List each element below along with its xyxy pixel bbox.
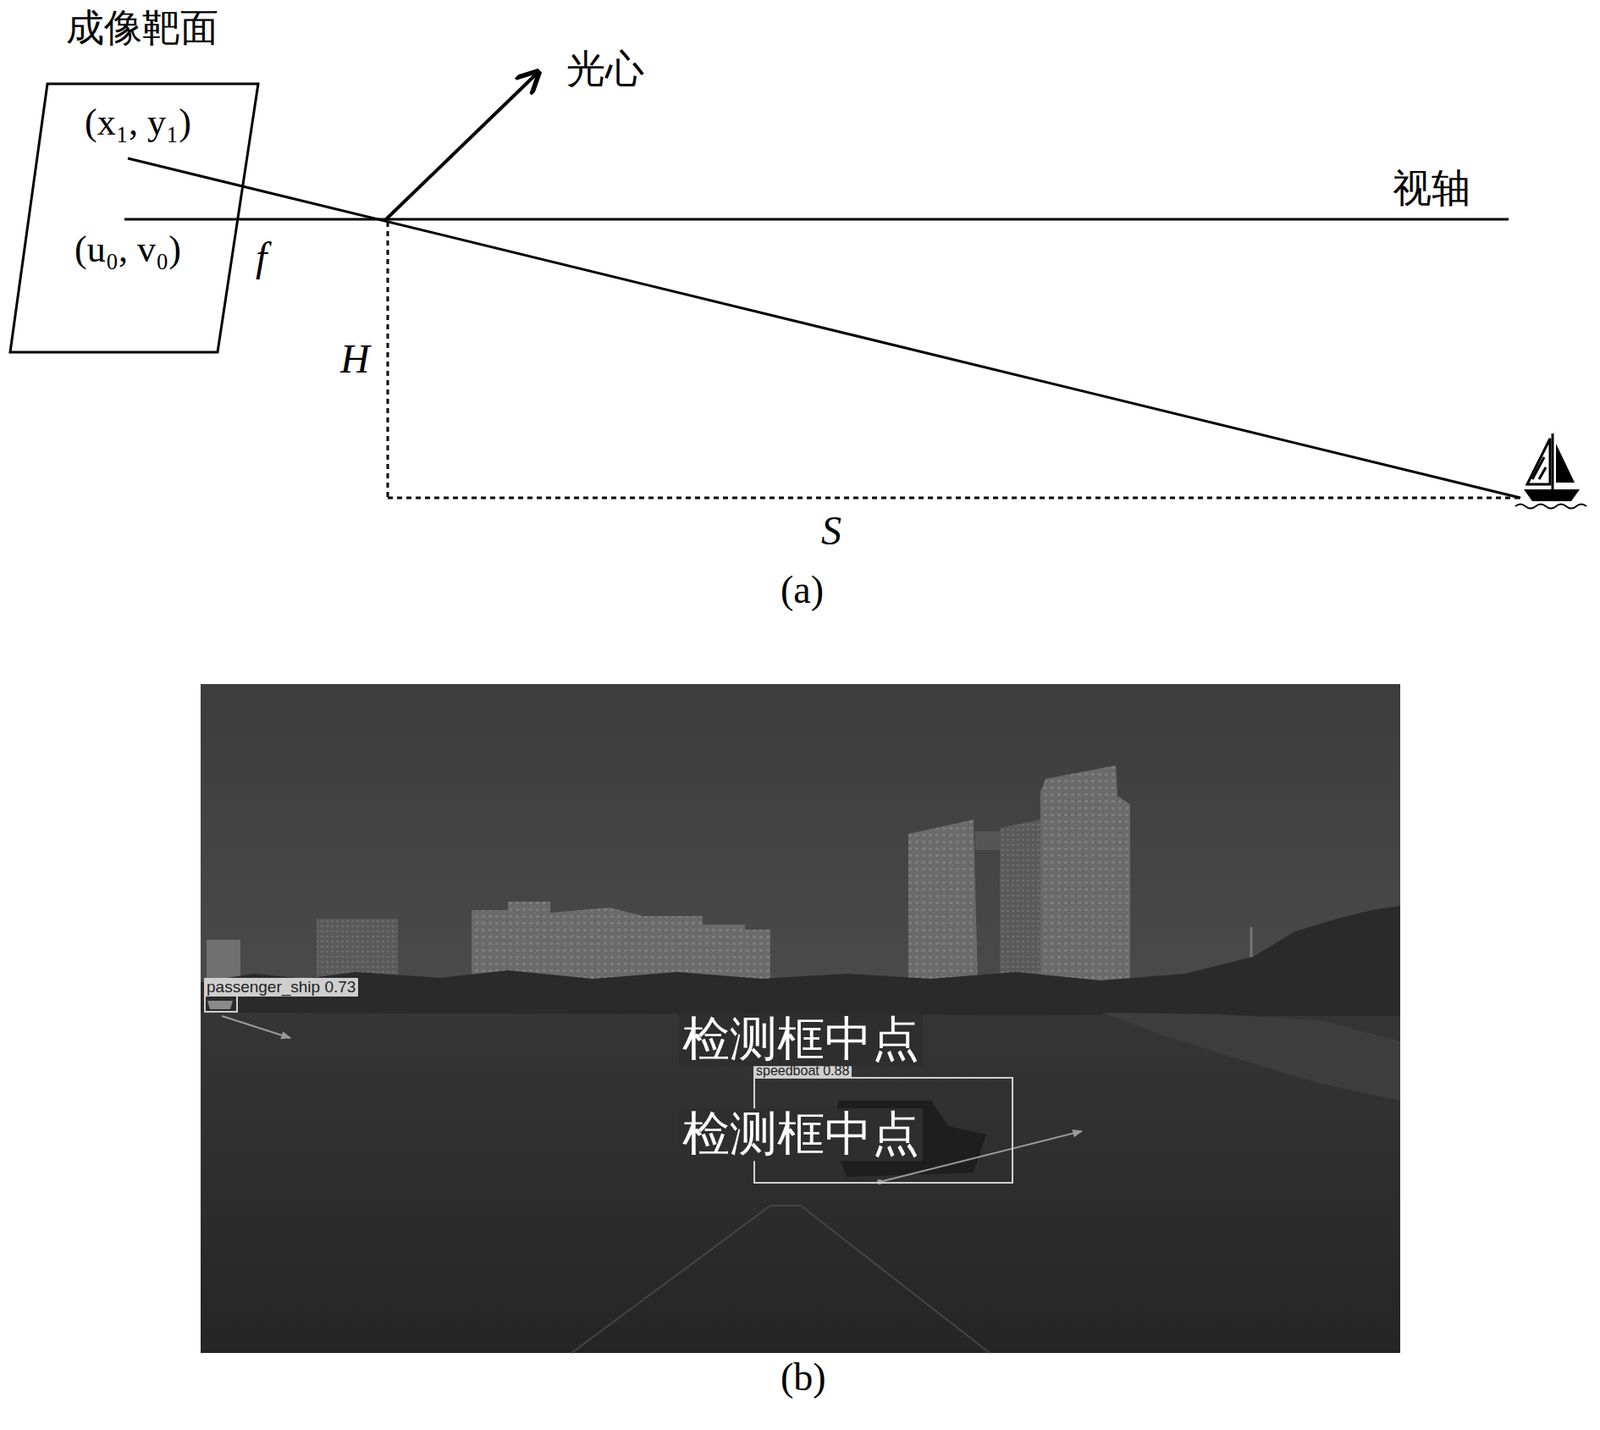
passenger-ship [207, 1000, 233, 1010]
projection-ray [127, 158, 1521, 498]
sight-axis [124, 218, 1509, 221]
bow-guide [571, 1205, 990, 1353]
midpoint-note: 检测框中点 [678, 1108, 923, 1161]
optical-center-pointer [386, 71, 539, 220]
sight-axis-label: 视轴 [1392, 167, 1471, 211]
imaging-plane: 成像靶面(x₁, y₁)(u₀, v₀) [10, 83, 259, 353]
panel-label: (a) [780, 568, 824, 613]
principal-point: (u₀, v₀) [74, 228, 182, 272]
apartment-blocks [471, 901, 771, 983]
left-building [316, 918, 398, 978]
boat-jib [1555, 443, 1575, 483]
edge-building [206, 939, 241, 983]
sailboat-icon [1515, 433, 1587, 509]
photo-sky [200, 684, 1401, 1353]
boat-mast [1551, 433, 1555, 490]
distance-symbol: S [821, 508, 842, 554]
optical-center-label: 光心 [566, 48, 645, 92]
distance-line [387, 496, 1521, 500]
right-tower [1040, 765, 1131, 987]
midpoint-note: 检测框中点 [678, 1013, 923, 1066]
detection-box: passenger_ship 0.73 [204, 994, 238, 1013]
left-tower [908, 819, 978, 987]
parallelogram [10, 83, 259, 353]
photo-water [200, 998, 1401, 1353]
box-midpoint [877, 1179, 883, 1185]
height-symbol: H [340, 336, 370, 382]
sail-stripes [1532, 457, 1546, 480]
river-photo [200, 684, 1401, 1353]
plane-heading: 成像靶面 [66, 6, 219, 51]
image-point: (x₁, y₁) [84, 101, 192, 145]
right-bank [1100, 1012, 1401, 1101]
sky-bridge [975, 831, 1003, 850]
height-line [386, 221, 390, 498]
water-waves [1515, 504, 1587, 509]
boat-sail [1527, 438, 1551, 485]
panel-label: (b) [780, 1356, 827, 1400]
focal-length-symbol: f [255, 235, 267, 281]
camera-geometry [124, 71, 1587, 509]
heading-arrow [221, 1015, 291, 1038]
detection-label: passenger_ship 0.73 [204, 977, 359, 997]
middle-tower [999, 819, 1041, 987]
tree-line [200, 905, 1401, 1016]
boat-hull [1523, 489, 1580, 502]
